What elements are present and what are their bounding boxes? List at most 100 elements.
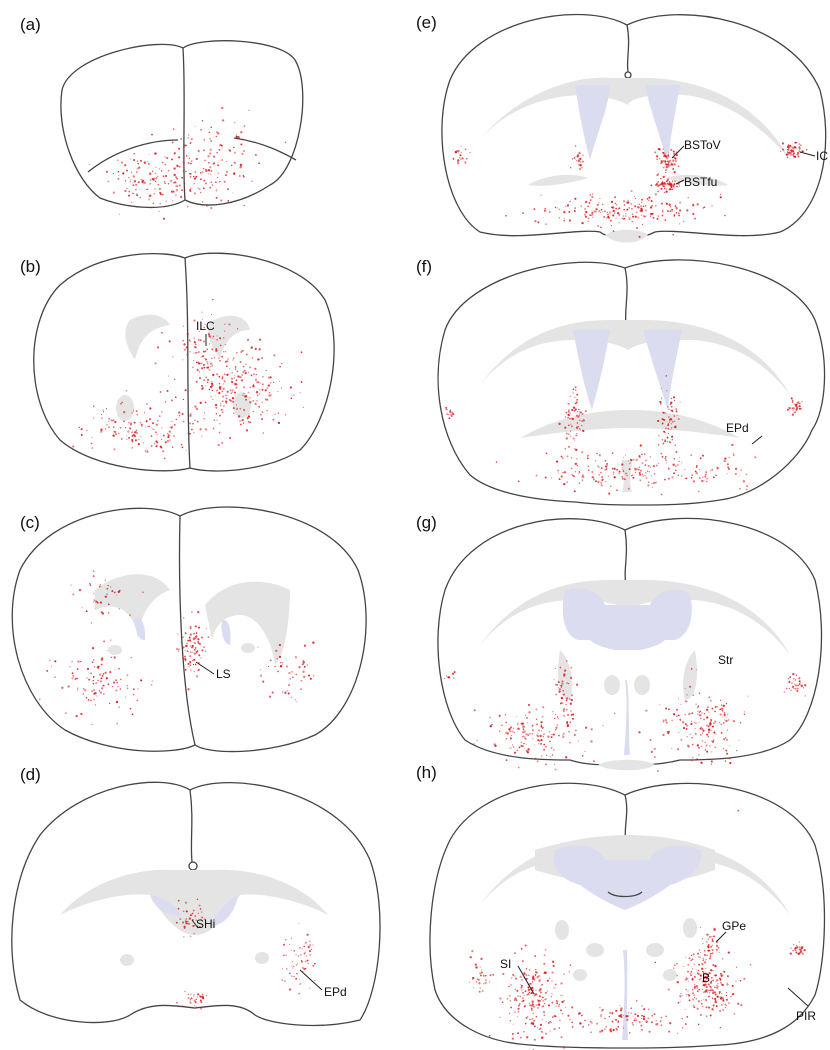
labelled-cell [581,424,583,427]
labelled-cell [253,373,255,376]
labelled-cell [714,999,717,1002]
labelled-cell [606,217,608,219]
labelled-cell [664,168,668,172]
labelled-cell [226,365,228,367]
labelled-cell [61,686,64,689]
labelled-cell [702,207,704,209]
labelled-cell [197,912,200,914]
labelled-cell [570,698,573,702]
labelled-cell [581,1014,583,1017]
labelled-cell [696,987,698,989]
labelled-cell [575,427,578,429]
labelled-cell [664,155,668,158]
labelled-cell [585,210,588,214]
labelled-cell [287,692,290,695]
labelled-cell [722,974,724,976]
labelled-cell [154,152,157,155]
labelled-cell [203,379,205,381]
labelled-cell [797,684,799,687]
labelled-cell [724,716,726,718]
labelled-cell [689,685,692,688]
labelled-cell [709,720,712,723]
labelled-cell [157,183,160,186]
panel-h: (h) SI GPe B PIR [416,763,826,1050]
labelled-cell [237,328,239,330]
labelled-cell [205,169,208,172]
labelled-cell [204,401,207,404]
labelled-cell [480,971,483,974]
labelled-cell [653,747,656,751]
labelled-cell [168,430,171,433]
labelled-cell [541,983,544,986]
labelled-cell [538,975,541,977]
labelled-cell [727,729,729,731]
labelled-cell [622,1027,625,1029]
labelled-cell [194,419,196,422]
labelled-cell [663,430,666,433]
labelled-cell [533,1038,536,1041]
labelled-cell [291,961,294,963]
labelled-cell [740,1003,743,1007]
labelled-cell [160,170,163,172]
labelled-cell [611,452,614,454]
labelled-cell [563,217,565,219]
labelled-cell [732,453,735,455]
labelled-cell [793,403,795,405]
labelled-cell [138,166,141,169]
labelled-cell [587,469,590,472]
labelled-cell [671,208,674,211]
labelled-cell [200,178,202,181]
labelled-cell [534,955,537,957]
labelled-cell [697,1023,700,1026]
labelled-cell [572,392,574,394]
labelled-cell [579,168,581,170]
labelled-cell [705,473,707,476]
labelled-cell [492,973,495,976]
labelled-cell [511,1037,514,1040]
labelled-cell [93,601,95,603]
labelled-cell [716,706,718,708]
labelled-cell [189,176,191,178]
labelled-cell [720,723,722,726]
ventricle-e-right [645,85,680,165]
labelled-cell [673,186,675,188]
labelled-cell [648,196,651,199]
labelled-cell [598,210,600,212]
labelled-cell [193,995,195,997]
section-outline-a [60,40,304,209]
labelled-cell [541,996,544,999]
labelled-cell [138,438,140,441]
labelled-cell [49,434,51,436]
labelled-cell [575,448,578,452]
labelled-cell [667,988,670,991]
labelled-cell [686,209,689,212]
labelled-cell [308,940,311,943]
labelled-cell [140,436,142,438]
labelled-cell [676,974,678,977]
labelled-cell [702,942,704,945]
labelled-cell [699,1014,702,1016]
labelled-cell [712,740,715,743]
labelled-cell [505,721,507,724]
labelled-cell [576,393,579,396]
labelled-cell [225,394,227,396]
labelled-cell [560,1009,562,1012]
labelled-cell [96,695,98,697]
labelled-cell [152,178,155,181]
labelled-cell [794,411,797,413]
labelled-cell [212,373,215,377]
labelled-cell [513,999,516,1001]
labelled-cell [219,337,222,340]
labelled-cell [574,408,577,411]
labelled-cell [77,660,80,663]
labelled-cell [156,441,159,444]
labelled-cell [544,476,547,479]
labelled-cell [700,710,702,712]
labelled-cell [643,215,645,217]
leader-pir [787,987,809,1007]
labelled-cell [587,1024,590,1026]
labelled-cell [543,209,547,212]
labelled-cell [556,716,559,718]
labelled-cell [115,679,117,681]
